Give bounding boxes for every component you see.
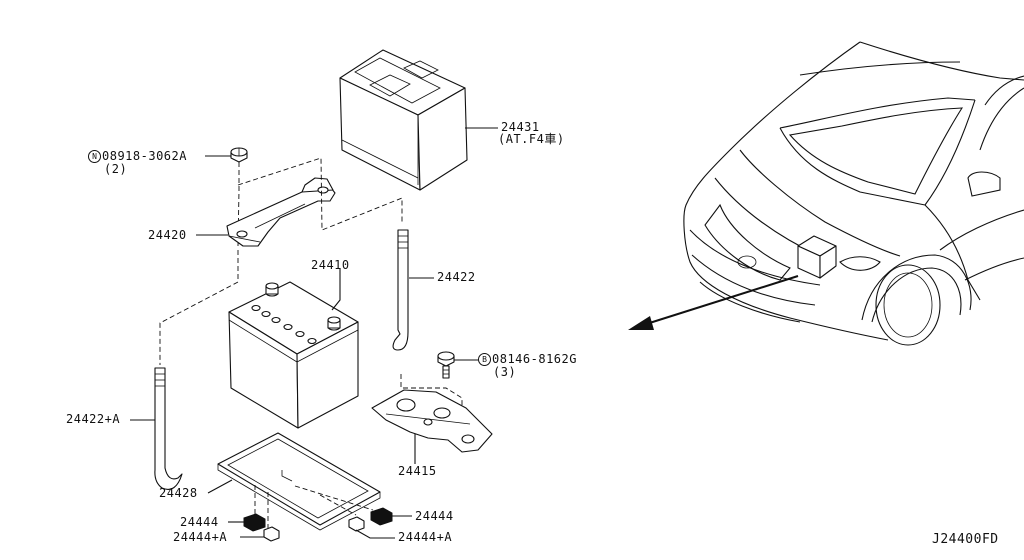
label-cover: 24431 bbox=[501, 120, 540, 134]
label-bolt-b-number: 08146-8162G bbox=[492, 352, 577, 366]
b-circle-icon: B bbox=[478, 353, 491, 366]
label-spacer-left-a: 24444+A bbox=[173, 530, 228, 544]
tray-base[interactable] bbox=[371, 389, 493, 453]
label-spacer-left: 24444 bbox=[180, 515, 219, 529]
label-rod: 24422 bbox=[437, 270, 476, 284]
battery-tray[interactable] bbox=[217, 432, 381, 531]
location-arrow bbox=[628, 275, 799, 330]
hold-down-rod[interactable] bbox=[392, 229, 409, 351]
bolt-b[interactable] bbox=[437, 351, 455, 379]
label-bolt-n-number: 08918-3062A bbox=[102, 149, 187, 163]
vehicle-illustration bbox=[683, 41, 1024, 346]
label-bracket: 24420 bbox=[148, 228, 187, 242]
label-spacer-right-a: 24444+A bbox=[398, 530, 453, 544]
label-rod-a: 24422+A bbox=[66, 412, 121, 426]
label-tray: 24428 bbox=[159, 486, 198, 500]
label-bolt-b-qty: (3) bbox=[493, 365, 517, 379]
spacer-right[interactable] bbox=[370, 507, 393, 526]
bolt-n[interactable] bbox=[230, 147, 248, 163]
label-bolt-n-qty: (2) bbox=[104, 162, 128, 176]
battery-location-marker bbox=[797, 235, 837, 279]
label-battery: 24410 bbox=[311, 258, 350, 272]
label-tray-base: 24415 bbox=[398, 464, 437, 478]
battery-cover[interactable] bbox=[339, 49, 468, 191]
diagram-code: J24400FD bbox=[932, 532, 999, 547]
battery[interactable] bbox=[228, 281, 359, 429]
n-circle-icon: N bbox=[88, 150, 101, 163]
spacer-left-a[interactable] bbox=[263, 526, 280, 542]
battery-bracket[interactable] bbox=[226, 177, 336, 247]
hold-down-rod-a[interactable] bbox=[154, 367, 183, 490]
label-spacer-right: 24444 bbox=[415, 509, 454, 523]
spacer-left[interactable] bbox=[243, 513, 266, 532]
spacer-right-a[interactable] bbox=[348, 516, 365, 532]
label-cover-note: (AT.F4車) bbox=[498, 132, 565, 146]
